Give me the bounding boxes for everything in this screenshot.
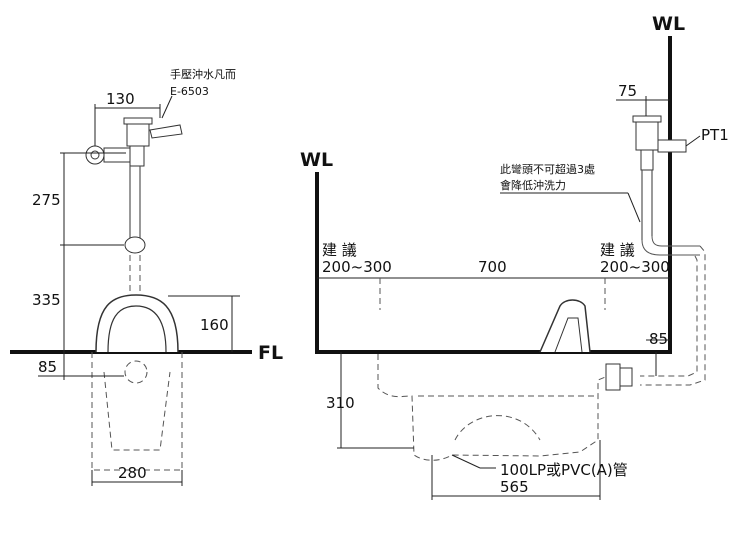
flush-valve-model: E-6503 (170, 85, 209, 98)
dim-700: 700 (478, 258, 507, 276)
dim-275: 275 (32, 191, 61, 209)
pipe-note: 100LP或PVC(A)管 (500, 461, 628, 479)
suggest-right: 建 議 (600, 241, 635, 259)
bend-note-line2: 會降低沖洗力 (500, 178, 566, 192)
dim-75: 75 (618, 82, 637, 100)
suggest-left: 建 議 (322, 241, 357, 259)
dim-85-right: 85 (649, 330, 668, 348)
flush-valve-name: 手壓沖水凡而 (170, 67, 236, 81)
pt1-label: PT1 (701, 126, 729, 144)
wl-center-label: WL (300, 149, 333, 171)
bend-note-line1: 此彎頭不可超過3處 (500, 162, 595, 176)
urinal-front (91, 294, 183, 471)
dim-130: 130 (106, 90, 135, 108)
front-view: FL 130 (10, 67, 283, 486)
range-left: 200~300 (322, 258, 392, 276)
urinal-side (377, 299, 619, 461)
dim-160: 160 (200, 316, 229, 334)
dim-85-left: 85 (38, 358, 57, 376)
side-view: WL WL 建 議 200~300 建 議 200~300 700 (300, 13, 729, 500)
fl-label: FL (258, 342, 283, 364)
dim-335: 335 (32, 291, 61, 309)
dim-565: 565 (500, 478, 529, 496)
dim-280: 280 (118, 464, 147, 482)
flush-valve-front (85, 117, 183, 330)
wl-right-label: WL (652, 13, 685, 35)
flush-valve-side (605, 115, 706, 391)
range-right: 200~300 (600, 258, 670, 276)
dim-310: 310 (326, 394, 355, 412)
